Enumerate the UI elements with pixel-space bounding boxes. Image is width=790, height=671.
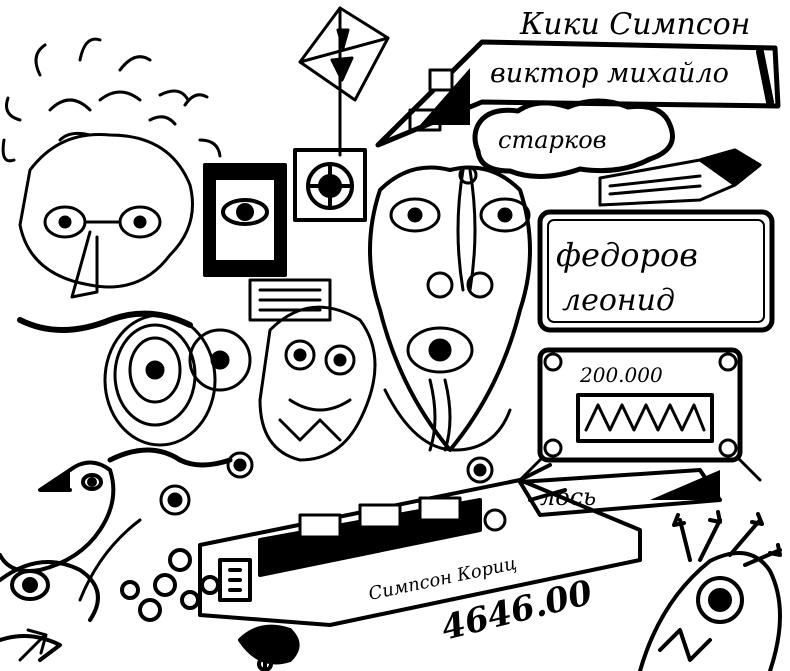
meter-box: 200.000 <box>518 347 762 482</box>
banner-name-caption: виктор михайло <box>490 58 729 89</box>
bird-creature <box>0 460 116 662</box>
meter-number-caption: 200.000 <box>579 363 663 387</box>
central-faces <box>368 165 532 452</box>
top-name-caption: Кики Симпсон <box>519 7 750 42</box>
mid-faces <box>248 278 377 462</box>
plaque-line2-caption: леонид <box>562 283 675 318</box>
name-plaque: федоров леонид <box>537 209 775 333</box>
left-mid-faces <box>103 313 252 468</box>
belt-word-caption: лось <box>540 483 596 511</box>
radiant-face <box>1 37 222 333</box>
cloud-word-caption: старков <box>498 126 607 154</box>
arrow-creature <box>638 510 782 671</box>
eye-frames <box>203 148 367 277</box>
kite-shape <box>298 6 390 157</box>
arrow-bar <box>598 148 762 207</box>
lamp-shape <box>238 624 300 671</box>
scatter-circles <box>18 451 507 662</box>
train-machine <box>120 463 642 627</box>
belt-strip: лось <box>518 468 722 517</box>
plaque-line1-caption: федоров <box>556 236 698 274</box>
name-banner: виктор михайло <box>375 39 781 148</box>
word-cloud: старков <box>472 98 675 180</box>
